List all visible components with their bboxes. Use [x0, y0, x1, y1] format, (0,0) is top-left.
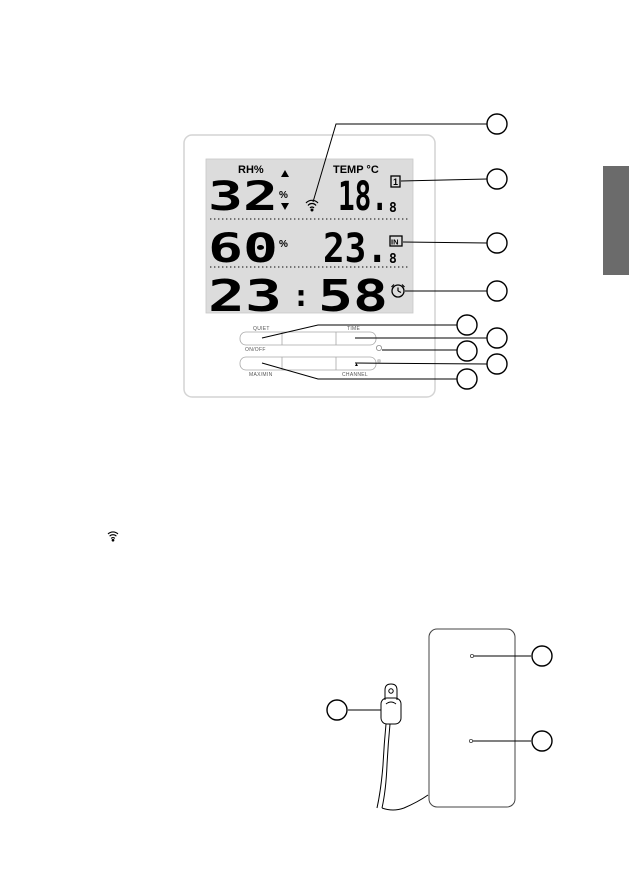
- outdoor-sensor: [428, 628, 553, 808]
- callout-marker: [486, 327, 508, 349]
- temp-outdoor-decimal: 8: [389, 201, 397, 216]
- humidity-outdoor: 32: [208, 174, 278, 220]
- callout-marker: [456, 340, 478, 362]
- max-arrow-icon: [281, 170, 289, 177]
- callout-marker: [486, 232, 508, 254]
- callout-marker: [486, 280, 508, 302]
- clock-minutes: 58: [318, 271, 388, 322]
- callouts-main: [261, 123, 488, 380]
- callout-marker: [486, 168, 508, 190]
- quiet-label: QUIET: [253, 326, 270, 332]
- humidity-indoor-unit: %: [279, 239, 288, 250]
- side-tab-marker: [603, 166, 629, 275]
- callout-marker: [456, 314, 478, 336]
- channel-up-glyph: ▲: [354, 362, 359, 368]
- callout-marker: [456, 368, 478, 390]
- sensor-hole-icon: [469, 654, 474, 659]
- indoor-icon: [389, 235, 403, 247]
- sensor-body: [428, 628, 516, 808]
- humidity-outdoor-unit: %: [279, 190, 288, 201]
- callout-marker: [531, 730, 553, 752]
- lcd-screen: [205, 158, 414, 314]
- channel-icon: [390, 175, 401, 188]
- max-min-button[interactable]: [240, 357, 282, 370]
- probe-cable-icon: [348, 683, 429, 811]
- wifi-signal-icon: [107, 531, 119, 542]
- clock-separator: :: [292, 279, 310, 314]
- on-off-label: ON/OFF: [245, 347, 266, 353]
- time-label: TIME: [347, 326, 361, 332]
- channel-icon-label: 1: [393, 177, 398, 187]
- callout-marker: [326, 699, 348, 721]
- callout-circles-main: [456, 113, 508, 390]
- wifi-signal-icon: [305, 199, 319, 212]
- humidity-indoor: 60: [208, 226, 278, 272]
- clock-hours: 23: [208, 271, 282, 322]
- quiet-button[interactable]: [240, 332, 282, 345]
- channel-label: CHANNEL: [342, 372, 368, 378]
- temp-label: TEMP °C: [333, 164, 379, 176]
- max-min-label: MAX/MIN: [249, 372, 273, 378]
- led-indicator-icon: [377, 359, 381, 363]
- rh-label: RH%: [238, 164, 264, 176]
- callout-marker: [531, 645, 553, 667]
- indoor-icon-label: IN: [391, 238, 399, 247]
- display-unit: RH% TEMP °C 32 % 18. 8 1 60 % 23. 8 IN 2…: [183, 134, 436, 398]
- reset-hole-icon[interactable]: [375, 344, 382, 351]
- min-arrow-icon: [281, 203, 289, 210]
- callout-marker: [486, 113, 508, 135]
- sensor-hole-icon: [468, 739, 473, 744]
- temp-outdoor: 18.: [338, 174, 388, 220]
- clock-icon: [391, 284, 405, 298]
- temp-indoor-decimal: 8: [389, 252, 397, 267]
- temp-indoor: 23.: [323, 226, 388, 272]
- callout-marker: [486, 353, 508, 375]
